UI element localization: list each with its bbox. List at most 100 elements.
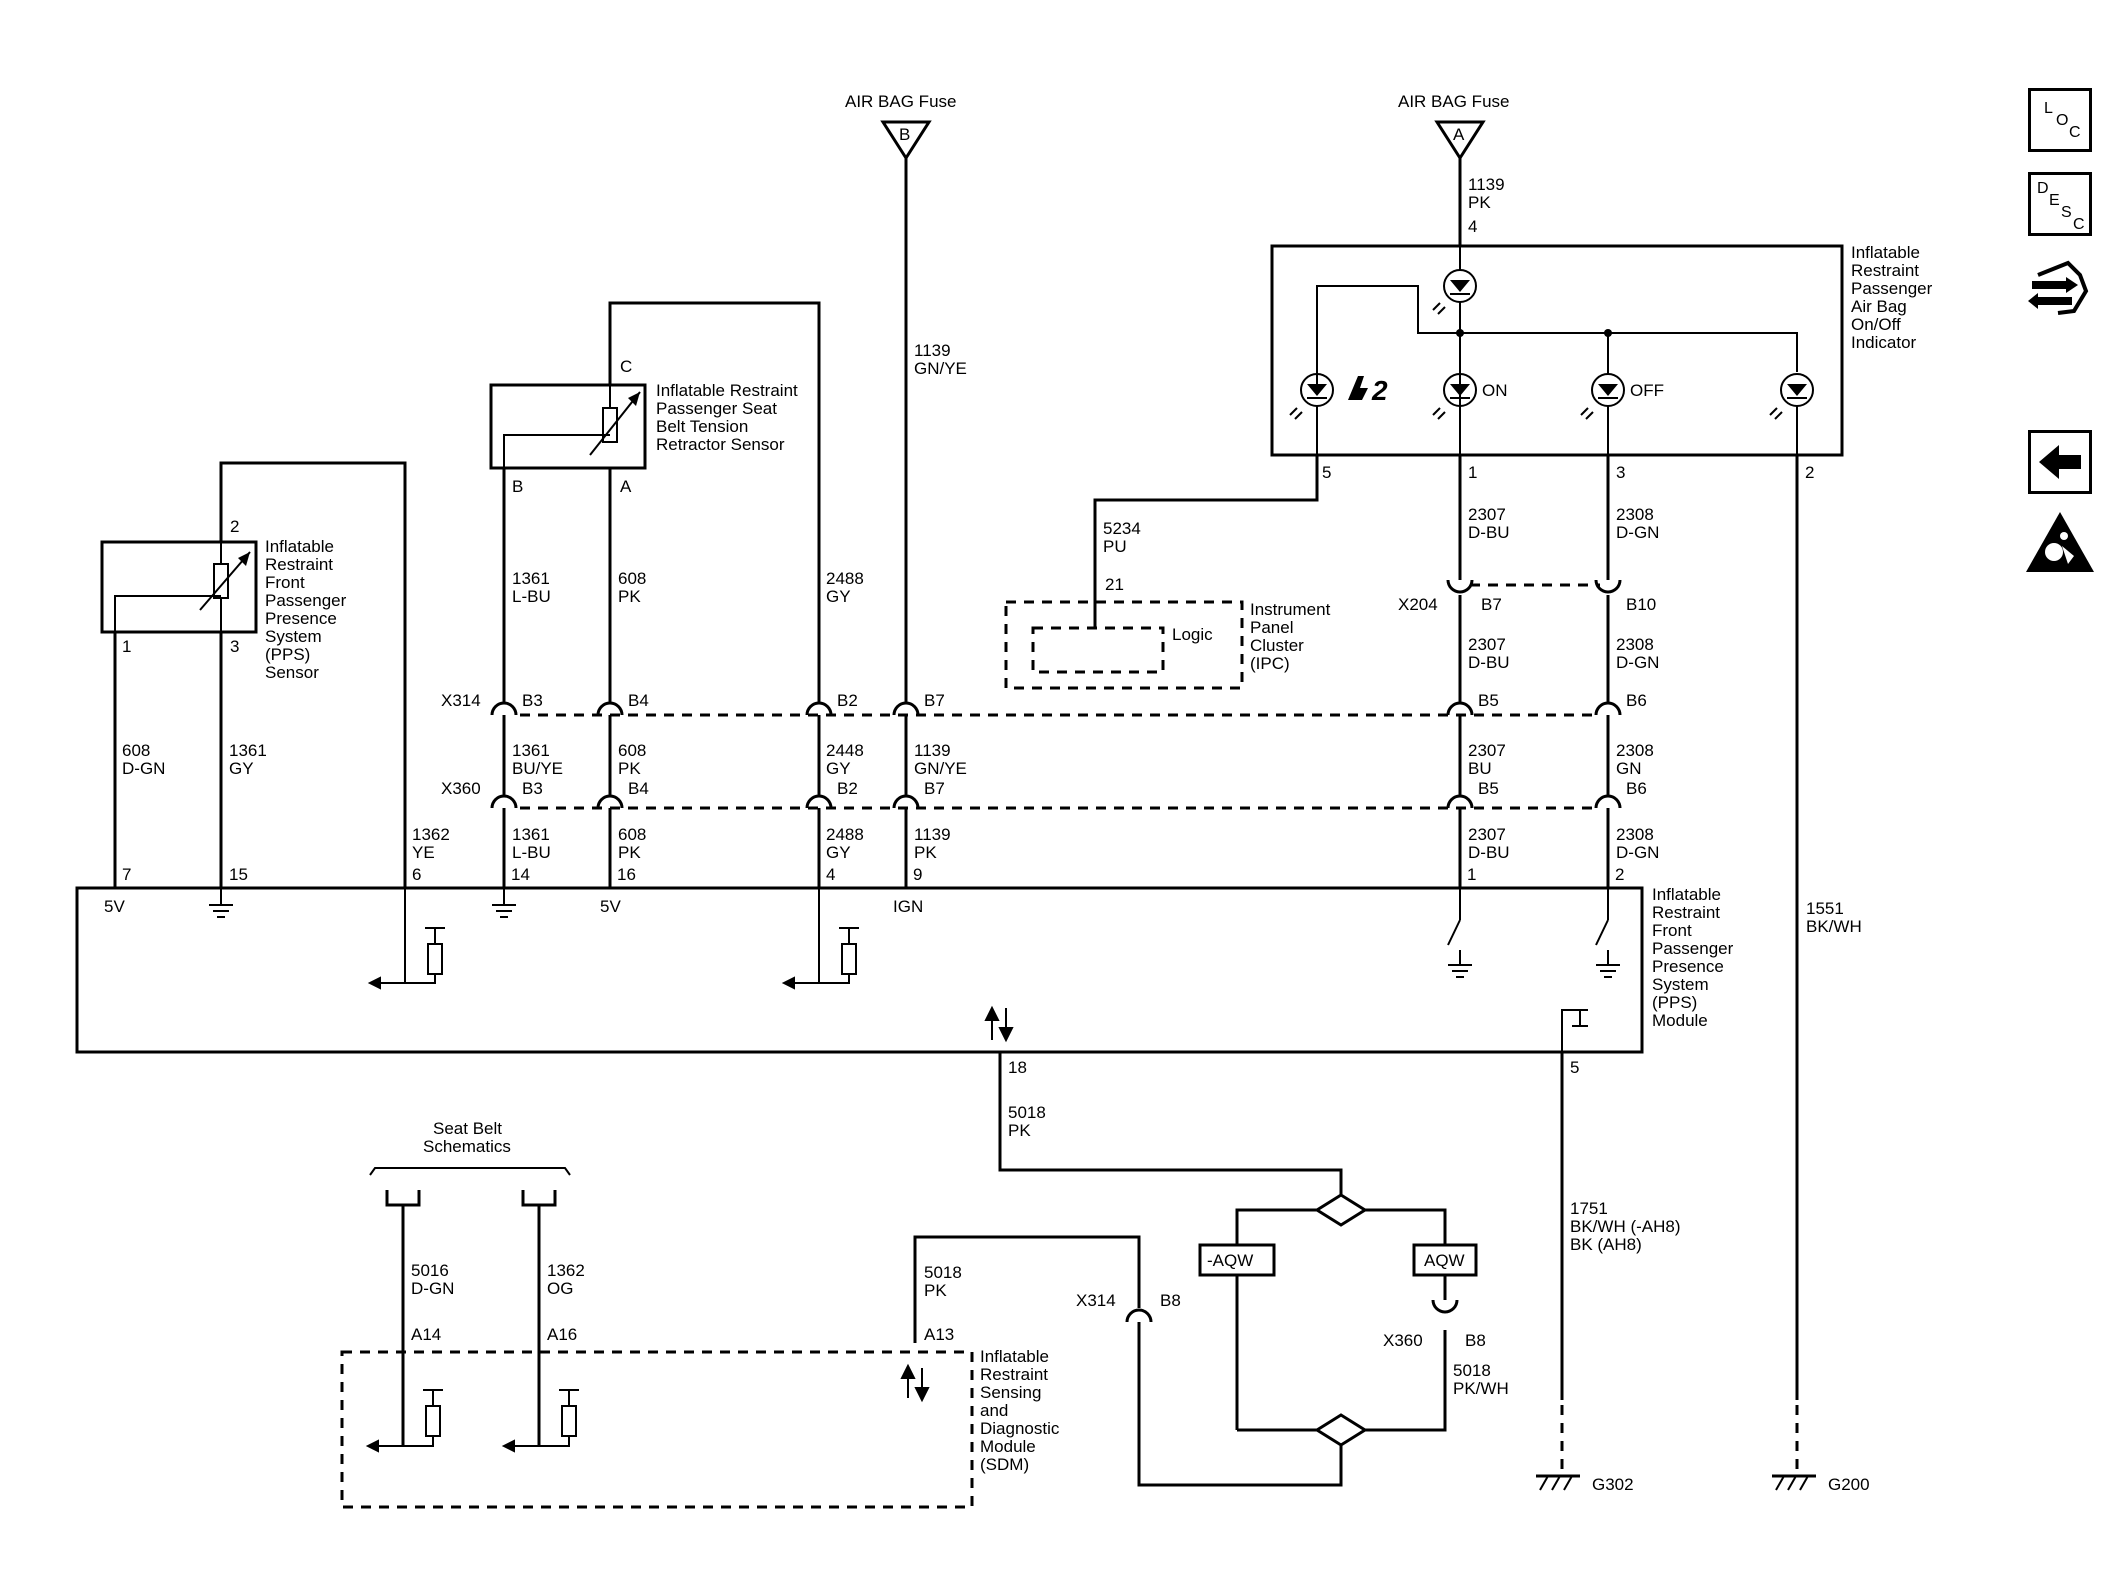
svg-text:Presence: Presence <box>1652 957 1724 976</box>
svg-text:Restraint: Restraint <box>265 555 333 574</box>
svg-text:E: E <box>2049 192 2060 209</box>
back-button[interactable] <box>2028 430 2092 494</box>
svg-text:Retractor Sensor: Retractor Sensor <box>656 435 785 454</box>
desc-icon: D E S C <box>2037 180 2085 233</box>
svg-text:Passenger Seat: Passenger Seat <box>656 399 777 418</box>
connector-view-icon <box>2028 260 2089 315</box>
svg-text:2448: 2448 <box>826 741 864 760</box>
svg-text:PK: PK <box>1468 193 1491 212</box>
svg-text:2: 2 <box>1615 865 1624 884</box>
svg-text:Sensor: Sensor <box>265 663 319 682</box>
svg-text:GY: GY <box>229 759 254 778</box>
svg-text:B8: B8 <box>1465 1331 1486 1350</box>
svg-text:GN/YE: GN/YE <box>914 759 967 778</box>
fuse-b-letter: B <box>899 125 910 144</box>
svg-text:Passenger: Passenger <box>265 591 347 610</box>
passenger-airbag-icon: 2 <box>1348 375 1388 406</box>
svg-text:BU/YE: BU/YE <box>512 759 563 778</box>
svg-text:AQW: AQW <box>1424 1251 1465 1270</box>
svg-text:B6: B6 <box>1626 779 1647 798</box>
svg-text:4: 4 <box>1468 217 1477 236</box>
svg-text:(PPS): (PPS) <box>1652 993 1697 1012</box>
module-5v-label: 5V <box>104 897 125 916</box>
module-ign-label: IGN <box>893 897 923 916</box>
ipc-label: Instrument Panel Cluster (IPC) <box>1250 600 1331 673</box>
wires <box>113 158 1799 1487</box>
module-pins: 7 15 6 14 16 4 9 1 2 18 5 <box>122 865 1624 1077</box>
svg-text:GY: GY <box>826 587 851 606</box>
svg-text:Front: Front <box>265 573 305 592</box>
svg-text:1139: 1139 <box>914 825 951 844</box>
comm-arrows-icon <box>984 1005 1014 1043</box>
svg-text:2: 2 <box>1371 375 1388 406</box>
fuse-a[interactable]: AIR BAG Fuse A <box>1398 92 1509 161</box>
svg-text:Seat Belt: Seat Belt <box>433 1119 502 1138</box>
svg-text:PK/WH: PK/WH <box>1453 1379 1509 1398</box>
instrument-panel-cluster[interactable]: Logic 21 Instrument Panel Cluster (IPC) <box>1004 575 1331 690</box>
svg-text:Indicator: Indicator <box>1851 333 1917 352</box>
svg-text:Instrument: Instrument <box>1250 600 1331 619</box>
svg-text:X204: X204 <box>1398 595 1438 614</box>
svg-text:GY: GY <box>826 759 851 778</box>
svg-text:B5: B5 <box>1478 779 1499 798</box>
ground-g200[interactable]: G200 <box>1772 1474 1870 1494</box>
option-neg-aqw[interactable]: -AQW <box>1198 1243 1276 1277</box>
connector-view-button[interactable] <box>2028 255 2092 327</box>
indicator-off-label: OFF <box>1630 381 1664 400</box>
connector-labels: X314 X360 X204 B3 B4 B2 B7 B5 B6 B3 B4 B… <box>441 595 1656 1350</box>
svg-text:Air Bag: Air Bag <box>1851 297 1907 316</box>
svg-text:2307: 2307 <box>1468 635 1506 654</box>
svg-text:1551: 1551 <box>1806 899 1844 918</box>
svg-text:X360: X360 <box>441 779 481 798</box>
svg-text:1361: 1361 <box>512 569 550 588</box>
svg-text:PK: PK <box>618 759 641 778</box>
svg-text:Belt Tension: Belt Tension <box>656 417 748 436</box>
ground-g302[interactable]: G302 <box>1536 1474 1634 1494</box>
svg-text:B2: B2 <box>837 691 858 710</box>
seat-belt-schematics-link[interactable]: Seat Belt Schematics <box>369 1119 571 1215</box>
svg-text:7: 7 <box>122 865 131 884</box>
svg-text:D-GN: D-GN <box>1616 523 1659 542</box>
svg-text:B2: B2 <box>837 779 858 798</box>
svg-text:D-GN: D-GN <box>1616 843 1659 862</box>
svg-text:X314: X314 <box>1076 1291 1116 1310</box>
pps-sensor-pin: 2 <box>230 517 239 536</box>
svg-text:D-BU: D-BU <box>1468 653 1510 672</box>
svg-text:D-BU: D-BU <box>1468 523 1510 542</box>
desc-button[interactable]: D E S C <box>2028 172 2092 236</box>
svg-text:2307: 2307 <box>1468 825 1506 844</box>
fuse-a-letter: A <box>1453 125 1465 144</box>
svg-text:D-GN: D-GN <box>411 1279 454 1298</box>
svg-text:Presence: Presence <box>265 609 337 628</box>
svg-text:GY: GY <box>826 843 851 862</box>
svg-text:2488: 2488 <box>826 569 864 588</box>
svg-text:PK: PK <box>1008 1121 1031 1140</box>
svg-text:B3: B3 <box>522 691 543 710</box>
svg-text:Module: Module <box>1652 1011 1708 1030</box>
pps-sensor-pin: 1 <box>122 637 131 656</box>
svg-text:C: C <box>2069 124 2081 141</box>
svg-text:Cluster: Cluster <box>1250 636 1304 655</box>
indicator-pin: 3 <box>1616 463 1625 482</box>
loc-button[interactable]: L O C <box>2028 88 2092 152</box>
svg-text:D-GN: D-GN <box>122 759 165 778</box>
fuse-b[interactable]: AIR BAG Fuse B <box>845 92 956 161</box>
option-aqw[interactable]: AQW <box>1412 1243 1478 1277</box>
air-bag-indicator[interactable]: 2 ON OFF 5 1 3 2 Inflatable Restraint Pa… <box>1270 243 1933 482</box>
airbag-warning-badge <box>2024 510 2096 576</box>
svg-text:D-BU: D-BU <box>1468 843 1510 862</box>
svg-text:YE: YE <box>412 843 435 862</box>
pps-sensor[interactable]: 2 1 3 Inflatable Restraint Front Passeng… <box>100 517 347 682</box>
retractor-pin: B <box>512 477 523 496</box>
svg-text:B3: B3 <box>522 779 543 798</box>
svg-text:Passenger: Passenger <box>1652 939 1734 958</box>
svg-text:2308: 2308 <box>1616 505 1654 524</box>
svg-text:System: System <box>1652 975 1709 994</box>
svg-text:B7: B7 <box>1481 595 1502 614</box>
sdm-module[interactable]: A14 A16 A13 Inflatable Restraint Sensing… <box>340 1325 1060 1509</box>
pps-module[interactable]: 5V 5V IGN <box>75 865 1734 1077</box>
retractor-sensor[interactable]: C B A Inflatable Restraint Passenger Sea… <box>489 357 798 496</box>
svg-text:B5: B5 <box>1478 691 1499 710</box>
svg-text:Front: Front <box>1652 921 1692 940</box>
